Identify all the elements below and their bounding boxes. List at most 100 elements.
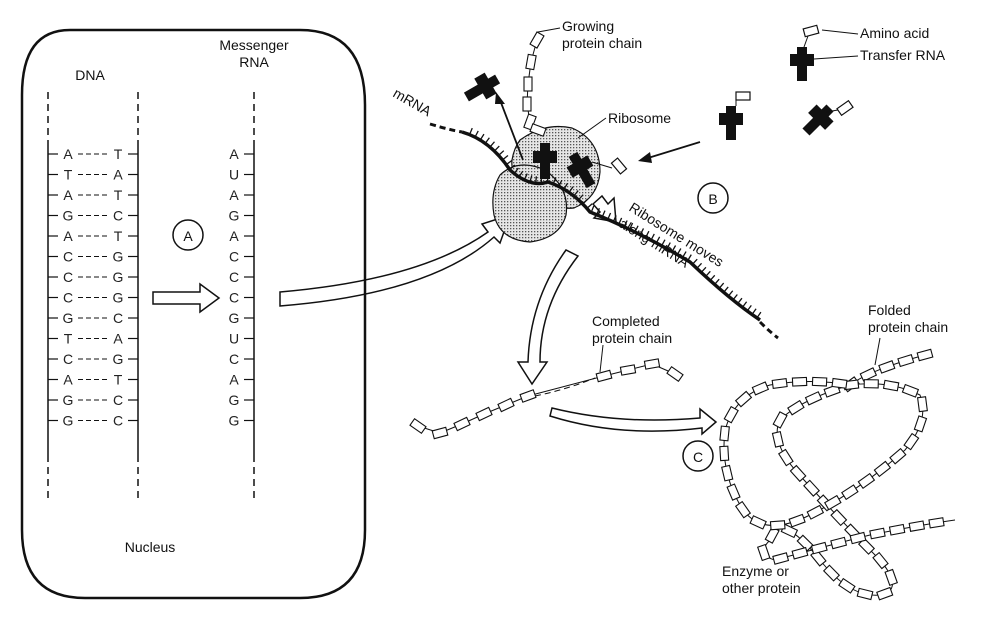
dna-base-right: C [113, 208, 123, 224]
mrna-codon-ticks [468, 127, 762, 319]
amino-acid-residue [791, 546, 809, 560]
mrna-base: G [229, 310, 240, 326]
dna-base-left: G [63, 392, 74, 408]
completed-chain-label-line1: Completed [592, 313, 660, 329]
amino-acid-residue [897, 353, 915, 368]
completed-chain-leader [599, 344, 604, 373]
amino-acid-residue [830, 508, 848, 527]
free-trna-2 [719, 91, 751, 140]
growing-chain-label-line1: Growing [562, 18, 614, 34]
released-trna [463, 72, 501, 102]
amino-acid-residue [859, 367, 878, 382]
amino-acid-residue [772, 552, 790, 565]
mrna-base: G [229, 208, 240, 224]
amino-acid-residue [719, 425, 730, 442]
amino-acid-residue [857, 472, 876, 489]
export-arrow [279, 213, 512, 307]
dna-base-right: T [114, 228, 123, 244]
step-a-circle [172, 219, 204, 251]
step-c-circle [682, 440, 714, 472]
mrna-label-line1: Messenger [219, 37, 289, 53]
trna-in-ribosome-2 [566, 151, 596, 189]
release-arrow-head [495, 92, 505, 104]
growing-chain-label-line2: protein chain [562, 35, 642, 51]
step-b-label: B [708, 191, 717, 207]
amino-acid-residue [525, 53, 537, 71]
enzyme-label-line2: other protein [722, 580, 801, 596]
step-c-label: C [693, 449, 703, 465]
folding-arrow [549, 407, 718, 436]
amino-acid-residue [878, 360, 896, 374]
amino-acid-residue [849, 531, 867, 545]
dna-base-left: A [63, 372, 73, 388]
amino-acid-residue [431, 426, 449, 440]
growing-protein-chain [522, 31, 547, 137]
amino-acid-residue [529, 123, 547, 137]
amino-acid-residue [824, 494, 842, 511]
amino-acid-residue [771, 378, 788, 390]
amino-acid-residue [884, 568, 899, 587]
amino-acid-residue [726, 483, 741, 501]
mrna-base: C [229, 351, 239, 367]
mrna-base: A [229, 228, 239, 244]
amino-acid-residue [901, 383, 920, 398]
dna-base-right: C [113, 392, 123, 408]
amino-acid-residue [769, 520, 786, 531]
amino-acid-residue [806, 504, 825, 520]
amino-acid-residue [772, 411, 788, 429]
nucleus-membrane [20, 28, 367, 600]
dna-base-left: T [64, 331, 73, 347]
dna-base-left: G [63, 413, 74, 429]
nucleus-label: Nucleus [125, 539, 176, 555]
completed-protein-chain [409, 358, 684, 440]
amino-acid-residue [519, 389, 537, 403]
free-trna-1 [790, 24, 820, 81]
dna-base-right: T [114, 187, 123, 203]
amino-acid-residue [872, 551, 889, 570]
dna-label: DNA [75, 67, 105, 83]
amino-acid-residue [838, 577, 856, 594]
incoming-arrow-shaft [647, 141, 701, 159]
dna-base-right: T [114, 146, 123, 162]
dna-base-right: A [113, 167, 123, 183]
amino-acid-residue [749, 515, 767, 530]
amino-acid-residue [928, 517, 945, 529]
amino-acid-residue [529, 31, 545, 49]
mrna-strand-label: mRNA [391, 85, 435, 120]
amino-acid-residue [751, 381, 770, 396]
amino-acid-residue [522, 96, 532, 112]
amino-acid-residue [734, 500, 752, 519]
amino-acid-residue [810, 541, 828, 555]
amino-acid-residue [643, 358, 661, 370]
amino-acid-residue [497, 397, 515, 413]
dna-base-left: A [63, 187, 73, 203]
dna-base-left: G [63, 208, 74, 224]
amino-acid-residue [523, 76, 533, 92]
amino-acid-link [591, 161, 613, 169]
dna-base-left: G [63, 310, 74, 326]
trna-in-ribosome-1 [533, 143, 557, 179]
incoming-arrow-head [638, 152, 652, 163]
amino-acid-residue [787, 399, 805, 416]
amino-acid-residue [721, 464, 734, 482]
mrna-base: C [229, 290, 239, 306]
amino-acid-residue [873, 460, 892, 478]
growing-chain-leader [537, 27, 561, 33]
mrna-base: G [229, 392, 240, 408]
transfer-rna-label: Transfer RNA [860, 47, 946, 63]
dna-base-right: C [113, 413, 123, 429]
amino-acid-residue [830, 536, 848, 550]
amino-acid-residue [666, 365, 684, 383]
step-b-circle [697, 182, 729, 214]
amino-acid-on-ribosome [610, 157, 628, 175]
